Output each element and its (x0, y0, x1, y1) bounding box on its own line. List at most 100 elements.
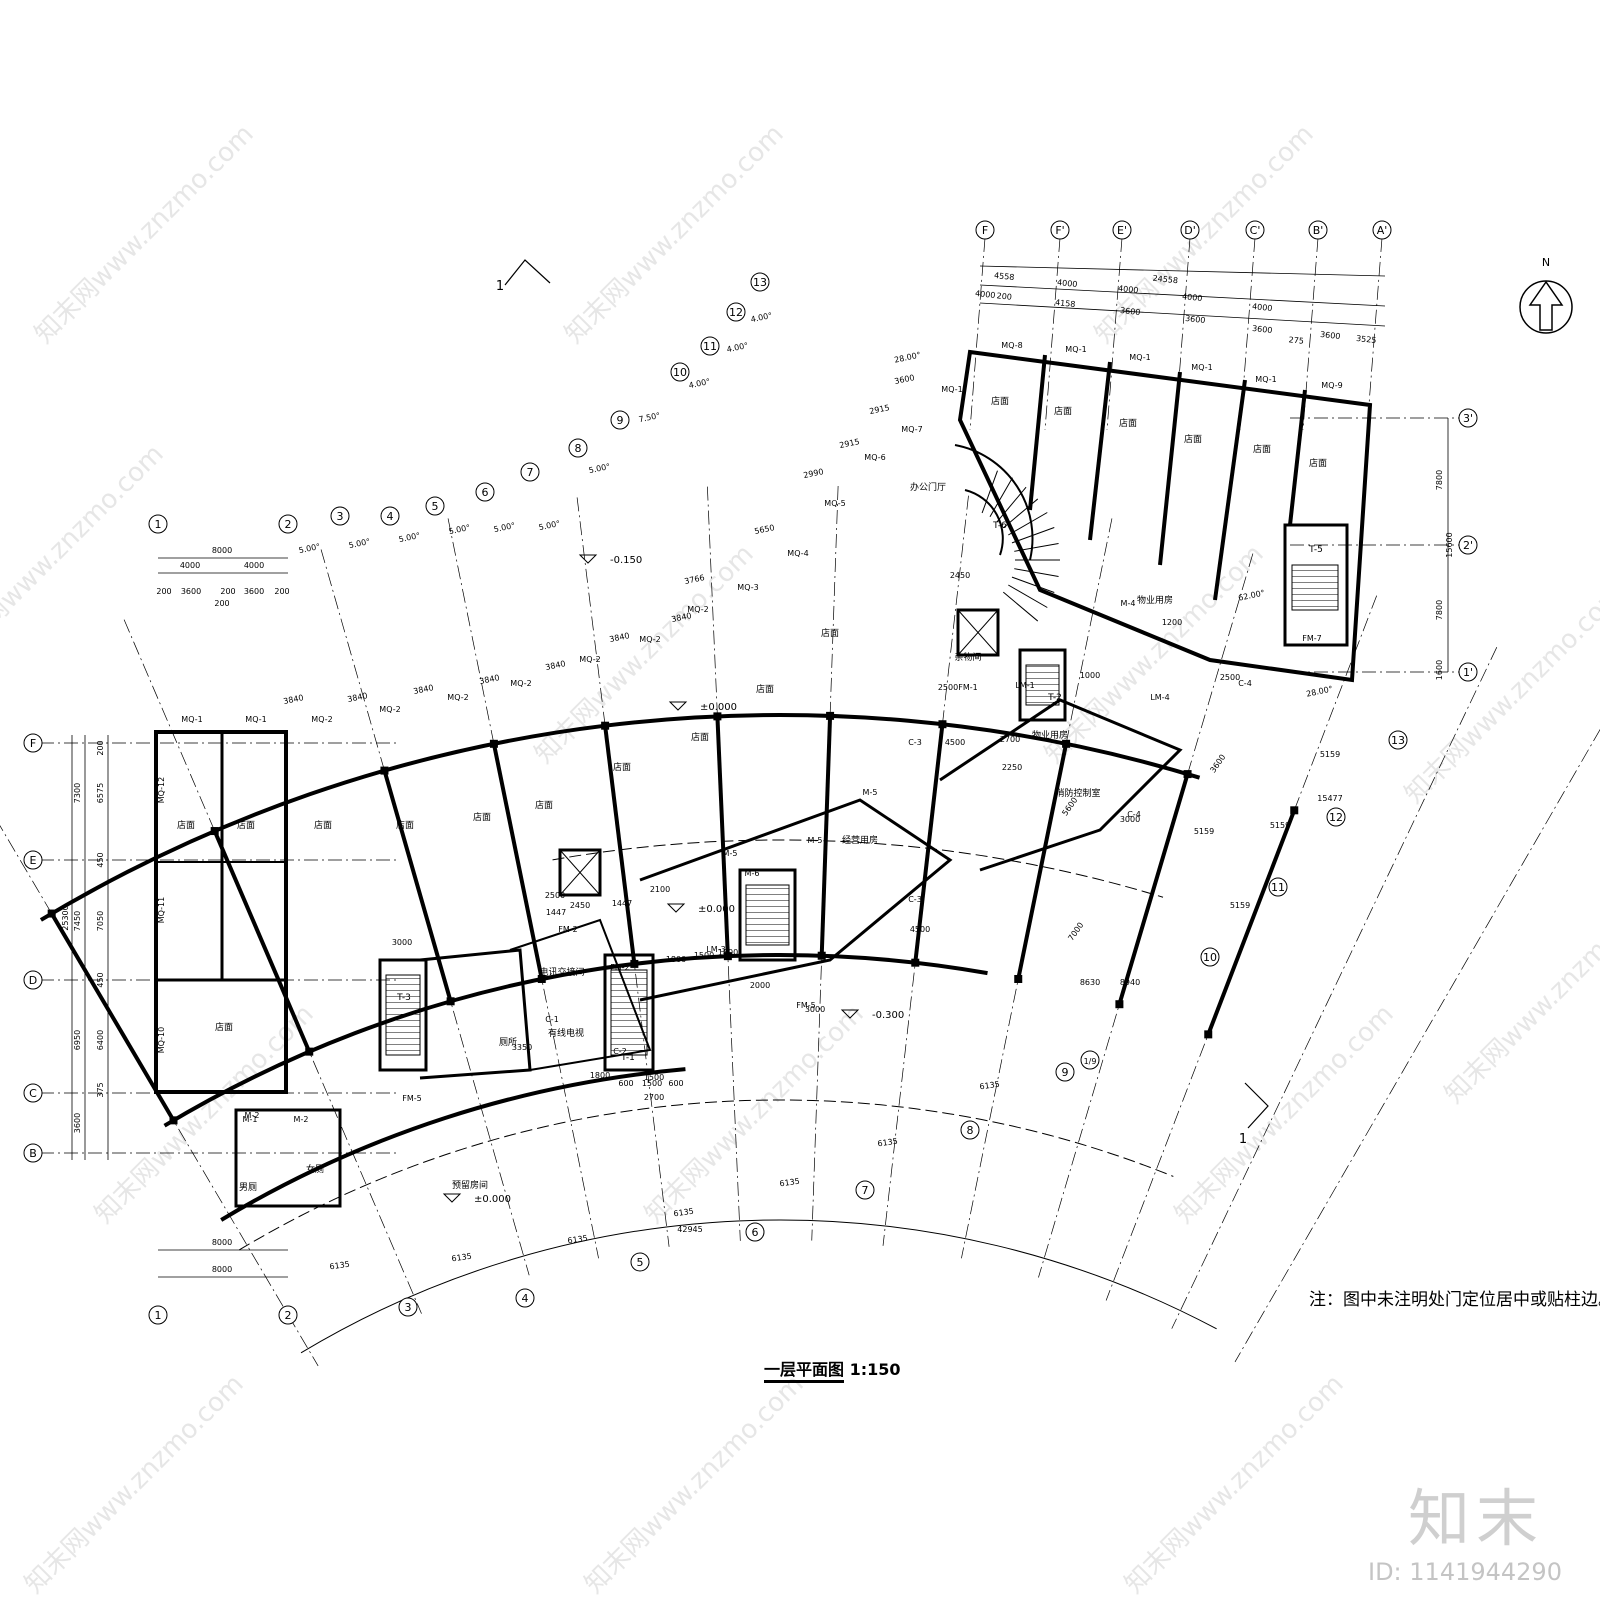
room-label-mgmt: 经营用房 (842, 834, 878, 846)
dim-inner-12: 4500 (945, 738, 965, 747)
axis-bubble-top-3-circle (330, 506, 350, 526)
room-label-storage: 杂物间 (954, 651, 981, 663)
axis-bubble-bottom-7-label: 7 (862, 1184, 869, 1197)
dim-front-9: 2990 (803, 467, 825, 480)
room-label-shop-14: 店面 (1253, 443, 1271, 455)
axis-bubble-top-9-circle (610, 410, 630, 430)
watermark-text-4: 知末网www.znzmo.com (529, 539, 760, 770)
dim-inner-5: 2100 (650, 885, 670, 894)
dim-inner-2: 2450 (570, 901, 590, 910)
room-label-shop-8: 店面 (756, 683, 774, 695)
dim-right-vertical-3: 1600 (1435, 660, 1444, 680)
radial-axis-10 (1038, 553, 1254, 1278)
axis-bubble-col-4-label: C' (1250, 224, 1261, 237)
dim-left-vertical-1: 7300 (73, 783, 82, 803)
angle-label-13: 28.00° (1305, 684, 1333, 698)
watermark-text-11: 知末网www.znzmo.com (579, 1369, 810, 1600)
axis-bubble-top-11-circle (700, 336, 720, 356)
right-shop-wall-1 (1088, 361, 1112, 541)
right-shop-wall-2 (1158, 371, 1182, 566)
axis-bubble-bottom-12-label: 12 (1329, 811, 1343, 824)
dim-front-3: 3840 (479, 673, 501, 686)
door-tag-c-3-43: C-3 (908, 738, 922, 747)
elevator-2 (956, 608, 1000, 657)
spiral-tread-8 (1014, 568, 1059, 577)
dim-left-vertical-8: 200 (96, 740, 105, 755)
spiral-tread-10 (1008, 584, 1048, 608)
angle-label-2: 5.00° (398, 531, 421, 544)
dim-front-0: 3840 (283, 693, 305, 706)
room-label-shop-3: 店面 (396, 819, 414, 831)
column-front-4 (489, 739, 498, 748)
radial-axis-3 (320, 549, 530, 1276)
dim-inner-7: 1500 (694, 951, 714, 960)
angle-label-1: 5.00° (348, 537, 371, 550)
north-label: N (1542, 256, 1550, 269)
section-mark-top (504, 259, 551, 286)
dim-inner-27: 3000 (1120, 815, 1140, 824)
column-front-6 (713, 712, 722, 721)
dim-inner-10: 3000 (805, 1005, 825, 1014)
room-label-shop-9: 店面 (821, 627, 839, 639)
brand-watermark: 知末 (1408, 1482, 1545, 1555)
column-front-10 (1183, 770, 1192, 779)
col-axis-2 (1106, 237, 1123, 431)
dim-bottom-3: 6135 (451, 1252, 472, 1264)
shop-partition-7 (819, 715, 833, 956)
col-axis-6 (1366, 237, 1383, 431)
axis-bubble-top-7-circle (520, 462, 540, 482)
column-rear-9 (1014, 974, 1023, 983)
axis-bubble-row-D-label: D (29, 974, 37, 987)
axis-bubble-col-5-circle (1308, 220, 1328, 240)
dim-left-top-7: 200 (274, 587, 289, 596)
col-axis-3 (1174, 237, 1191, 431)
dim-bottom-11: 8940 (1120, 978, 1140, 987)
axis-bubble-bottom-9-circle (1055, 1062, 1075, 1082)
drawing-note: 注：图中未注明处门定位居中或贴柱边。 (1309, 1290, 1600, 1310)
dim-left-vertical-5: 6950 (73, 1030, 82, 1050)
dim-left-vertical-10: 450 (96, 972, 105, 987)
dim-right-vertical-0: 7800 (1435, 470, 1444, 490)
axis-bubble-bottom-6-circle (745, 1222, 765, 1242)
axis-bubble-right-1-circle (1458, 535, 1478, 555)
spiral-tread-1 (989, 477, 1013, 517)
axis-bubble-col-5-label: B' (1313, 224, 1324, 237)
door-tag-m-2-26: M-2 (245, 1111, 260, 1120)
detached-toilet (234, 1108, 342, 1208)
axis-bubble-bottom-6-label: 6 (752, 1226, 759, 1239)
axis-bubble-row-F-circle (23, 733, 43, 753)
shop-partition-3 (382, 770, 453, 1002)
axis-bubble-bottom-1-label: 1 (155, 1309, 162, 1322)
north-arrow-icon (1528, 280, 1564, 331)
dim-inner-13: 2250 (1002, 763, 1022, 772)
outer-dash-arc (238, 1099, 1174, 1251)
angle-label-3: 5.00° (448, 523, 471, 536)
axis-bubble-top-5-circle (425, 496, 445, 516)
dim-top-right-10: 3600 (1185, 314, 1206, 325)
axis-bubble-1-9-circle (1080, 1050, 1100, 1070)
dim-left-top-0: 8000 (212, 546, 232, 555)
dim-front-5: 3840 (609, 631, 631, 644)
dim-inner-29: 1200 (1162, 618, 1182, 627)
angle-label-6: 5.00° (588, 462, 611, 475)
dim-top-right-1: 4558 (994, 271, 1015, 282)
room-label-shop-5: 店面 (535, 799, 553, 811)
axis-bubble-bottom-5-circle (630, 1252, 650, 1272)
dim-top-right-4: 4000 (1182, 292, 1203, 303)
stair-t2-treads (1025, 664, 1060, 706)
door-tag-fm-5-35: FM-5 (402, 1094, 421, 1103)
room-label-fire-control: 消防控制室 (1055, 787, 1100, 799)
axis-bubble-col-6-circle (1372, 220, 1392, 240)
axis-bubble-bottom-9-label: 9 (1062, 1066, 1069, 1079)
axis-bubble-row-C-label: C (29, 1087, 37, 1100)
room-label-electric: 电讯交接间 (539, 966, 584, 978)
watermark-text-8: 知末网www.znzmo.com (639, 999, 870, 1230)
dim-top-right-6: 4000 (975, 289, 996, 300)
angle-label-7: 7.50° (638, 411, 661, 424)
door-tag-mq-3-9: MQ-3 (737, 583, 758, 592)
dim-inner-19: 3350 (512, 1043, 532, 1052)
axis-bubble-top-6-circle (475, 482, 495, 502)
door-tag-mq-2-5: MQ-2 (510, 679, 531, 688)
dim-top-right-13: 3525 (1356, 334, 1377, 345)
door-tag-mq-12-23: MQ-12 (157, 777, 166, 804)
